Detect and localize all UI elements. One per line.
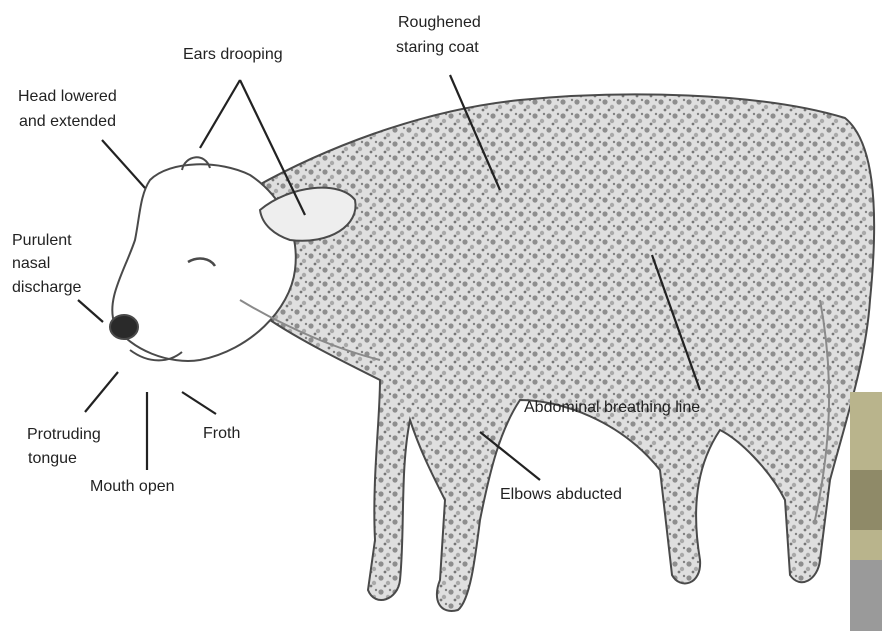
label-roughened-line2: staring coat <box>396 39 479 56</box>
label-protruding-line1: Protruding <box>27 426 101 443</box>
leader-purulent <box>78 300 103 322</box>
label-protruding-line2: tongue <box>28 450 77 467</box>
label-mouth-open: Mouth open <box>90 478 175 495</box>
leader-ears-left <box>200 80 240 148</box>
label-elbows: Elbows abducted <box>500 486 622 503</box>
label-roughened-line1: Roughened <box>398 14 481 31</box>
label-abdominal: Abdominal breathing line <box>524 399 700 416</box>
leader-protruding <box>85 372 118 412</box>
label-head-line1: Head lowered <box>18 88 117 105</box>
label-ears-drooping: Ears drooping <box>183 46 283 63</box>
label-head-line2: and extended <box>19 113 116 130</box>
label-purulent-line3: discharge <box>12 279 81 296</box>
calf-head <box>112 164 295 361</box>
label-purulent-line2: nasal <box>12 255 50 272</box>
calf-nose <box>110 315 138 339</box>
leader-froth <box>182 392 216 414</box>
leader-head <box>102 140 145 188</box>
calf-body <box>250 94 874 611</box>
corner-photo <box>850 392 882 631</box>
label-froth: Froth <box>203 425 240 442</box>
label-purulent-line1: Purulent <box>12 232 72 249</box>
